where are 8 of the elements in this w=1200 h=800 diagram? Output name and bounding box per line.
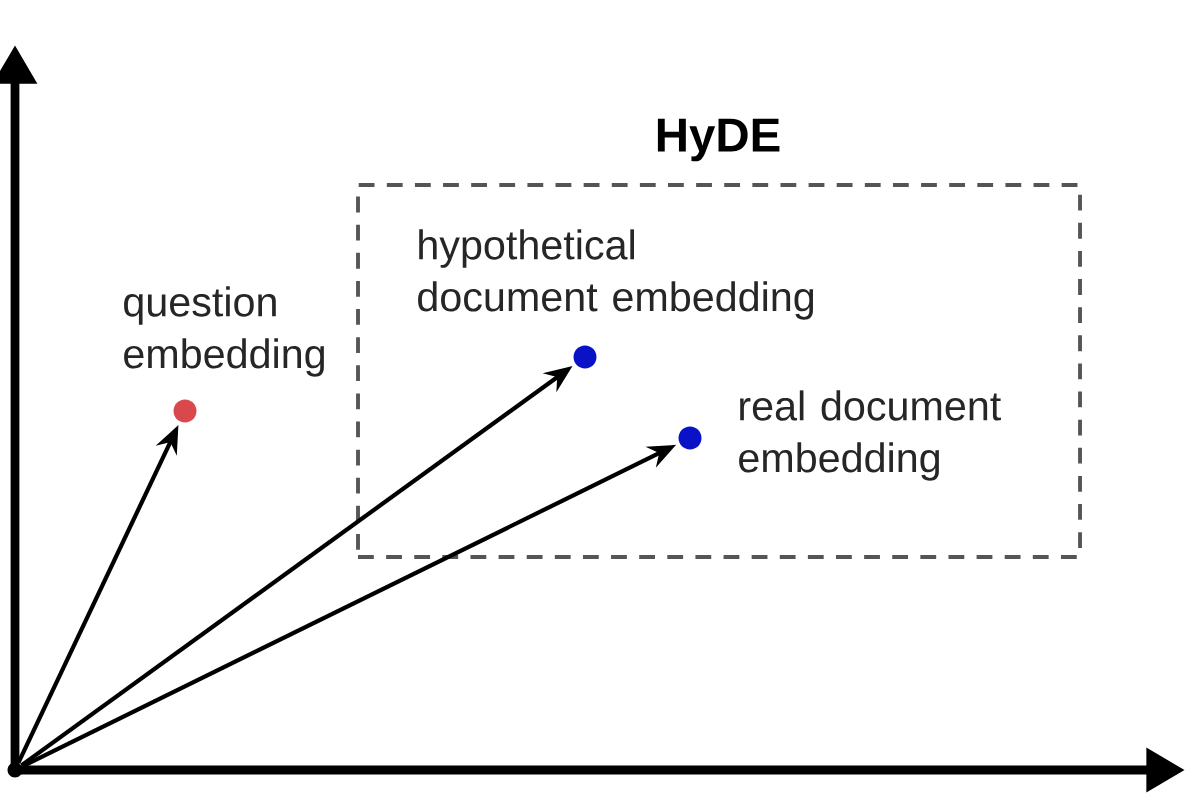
node-label: HyDE	[657, 118, 780, 162]
point-label: real document embedding	[739, 390, 1001, 481]
dot	[573, 345, 597, 369]
point-label: question embedding	[124, 286, 324, 377]
point-label: hypothetical document embedding	[418, 229, 814, 320]
dot	[678, 426, 702, 450]
dot	[173, 399, 197, 423]
axis-origin	[7, 762, 23, 778]
